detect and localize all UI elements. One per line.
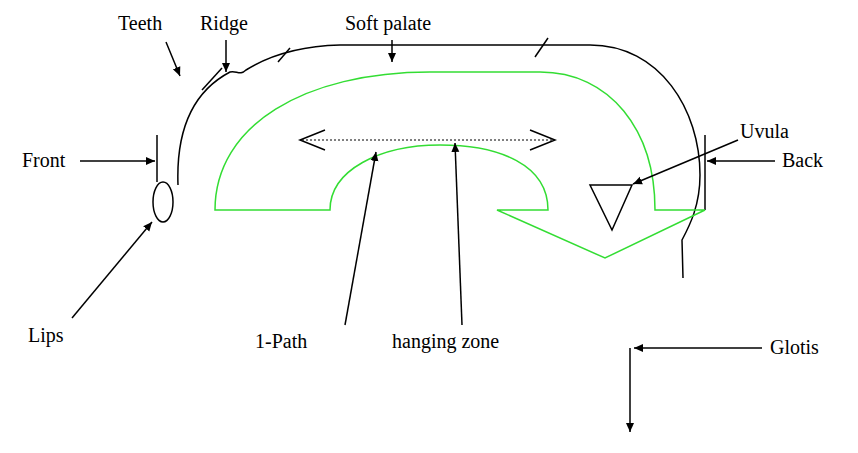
uvula-shape [590, 185, 632, 230]
leader-arrow [80, 160, 155, 162]
part-label: Back [782, 149, 823, 172]
front-marker [156, 135, 158, 182]
part-label: hanging zone [392, 330, 499, 353]
part-label: Ridge [200, 12, 248, 35]
bracket-end [300, 130, 325, 150]
leader-arrow [166, 42, 180, 76]
part-label: Soft palate [345, 12, 431, 35]
leader-arrow [225, 40, 227, 72]
leader-arrow [72, 222, 152, 318]
lips-shape [153, 182, 173, 222]
tick-mark [535, 38, 548, 57]
tick-mark [278, 48, 290, 62]
leader-arrow [455, 143, 462, 325]
part-label: 1-Path [255, 330, 307, 353]
part-label: Teeth [118, 12, 162, 35]
airflow-path [215, 72, 705, 258]
glottis-arrow [629, 348, 631, 432]
hanging-zone-line [302, 140, 553, 141]
tick-mark [202, 68, 222, 90]
part-label: Glotis [770, 336, 819, 359]
leader-arrow [633, 140, 738, 184]
part-label: Lips [28, 324, 64, 347]
leader-arrow [391, 40, 393, 62]
leader-arrow [345, 152, 376, 325]
back-marker [704, 135, 706, 210]
part-label: Uvula [740, 120, 789, 143]
bracket-end [530, 130, 555, 150]
part-label: Front [22, 149, 65, 172]
palate-outline [178, 45, 700, 278]
leader-arrow [707, 160, 775, 162]
leader-arrow [634, 347, 762, 349]
